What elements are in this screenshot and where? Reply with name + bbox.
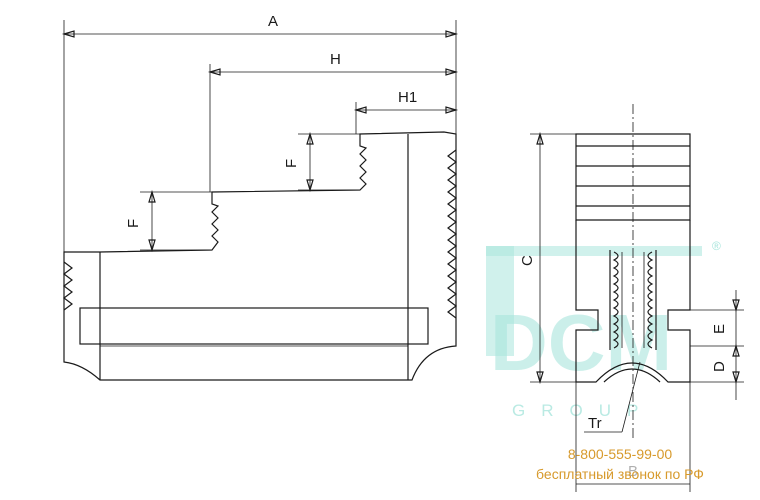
label-C: C [519,255,536,266]
watermark-bar-left [486,246,514,356]
dimension-F-lower: F [125,189,212,253]
end-view-body [575,220,691,383]
watermark-subtitle: GROUP [512,401,654,420]
thread-right [647,251,654,349]
label-Tr: Tr [588,415,602,432]
dimension-C: C [519,131,576,385]
dimension-Tr: Tr [584,361,641,433]
contact-phone: 8-800-555-99-00 [567,446,673,462]
dimension-H1: H1 [353,89,459,134]
contact-note: бесплатный звонок по РФ [536,466,704,482]
label-D: D [711,361,728,372]
dimension-A: A [61,13,459,252]
label-F-upper: F [283,159,300,168]
label-H: H [330,51,341,68]
thread-left [612,251,619,349]
left-serrations [63,261,73,311]
label-A: A [268,13,278,30]
watermark-bar [486,246,702,256]
base-slot [79,307,429,345]
watermark-registered-mark: ® [712,239,721,253]
watermark-logo: DCM [490,298,672,387]
label-E: E [711,324,728,334]
dimension-F-upper: F [283,131,360,193]
dimension-E: E [690,290,744,357]
bore-arc [603,368,661,383]
jaw-outline [63,131,457,381]
label-B: B [628,463,638,480]
watermark: DCM GROUP ® [486,239,721,420]
label-H1: H1 [398,89,417,106]
dimension-D: D [690,346,744,400]
label-F-lower: F [125,219,142,228]
jaw-side-view [63,131,457,381]
right-serrations [447,149,457,319]
dimension-H: H [207,51,459,192]
dimension-B: B [575,382,691,492]
jaw-end-view [575,104,691,440]
